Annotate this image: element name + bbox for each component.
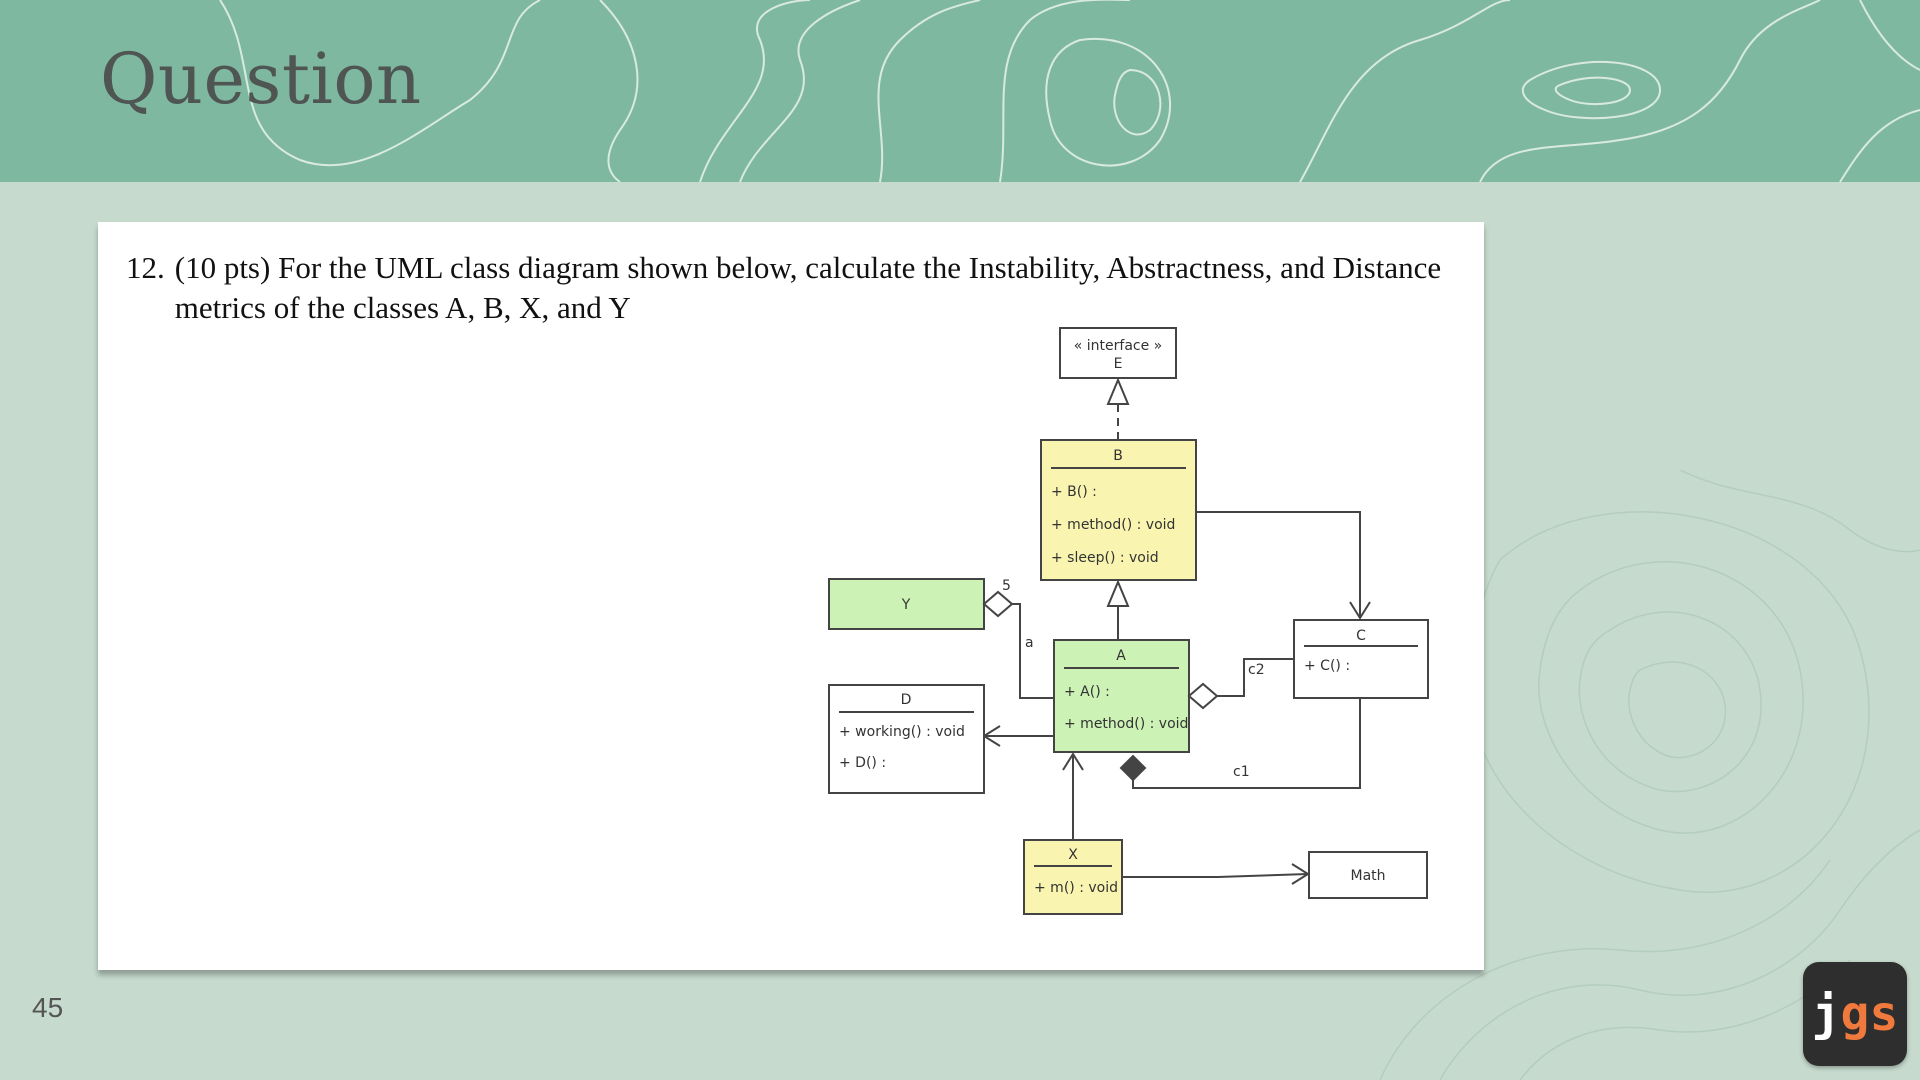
association-arrowhead-a (1062, 752, 1084, 771)
uml-class-diagram: « interface » E B + B() : + method() : v… (828, 327, 1429, 915)
class-d-member-1: + working() : void (839, 724, 965, 740)
class-y-name: Y (901, 597, 911, 613)
role-label-c2: c2 (1248, 662, 1265, 678)
class-a-box (1053, 639, 1190, 753)
class-d-name: D (901, 692, 912, 708)
class-b-member-2: + method() : void (1051, 517, 1175, 533)
class-x-member-1: + m() : void (1034, 880, 1118, 896)
composition-a-to-c1 (1132, 698, 1361, 789)
association-arrowhead-c (1349, 601, 1371, 620)
class-b-member-3: + sleep() : void (1051, 550, 1159, 566)
class-d-member-2: + D() : (839, 755, 886, 771)
class-d-box (828, 684, 985, 794)
slide-title: Question (100, 38, 422, 120)
class-math-name: Math (1350, 868, 1385, 884)
association-b-to-c (1196, 511, 1361, 618)
page-number: 45 (32, 992, 64, 1023)
interface-e-name: E (1114, 356, 1123, 372)
header-banner: Question (0, 0, 1920, 182)
class-b-member-1: + B() : (1051, 484, 1097, 500)
class-c-box (1293, 619, 1429, 699)
class-x-name: X (1068, 847, 1078, 863)
multiplicity-label: 5 (1002, 578, 1011, 594)
logo-gs: gs (1840, 986, 1899, 1042)
association-x-to-math (1122, 873, 1309, 878)
class-math-box (1308, 851, 1428, 899)
class-b-name: B (1113, 448, 1123, 464)
class-c-member-1: + C() : (1304, 658, 1350, 674)
aggregation-diamond-y (982, 590, 1014, 618)
realization-arrowhead (1106, 377, 1130, 405)
question-number: 12. (126, 250, 165, 285)
question-text: (10 pts) For the UML class diagram shown… (174, 250, 1442, 325)
class-a-member-1: + A() : (1064, 684, 1110, 700)
topographic-pattern (219, 0, 1920, 182)
interface-e-stereotype: « interface » (1074, 338, 1162, 354)
generalization-arrowhead (1106, 579, 1130, 607)
class-b-box (1040, 439, 1197, 581)
composition-diamond-c1 (1119, 754, 1147, 782)
class-c-name: C (1356, 628, 1366, 644)
question-card: 12. (10 pts) For the UML class diagram s… (98, 222, 1484, 970)
class-a-member-2: + method() : void (1064, 716, 1188, 732)
logo-j: j (1811, 986, 1841, 1042)
class-x-box (1023, 839, 1123, 915)
aggregation-a-to-c2 (1217, 658, 1294, 697)
aggregation-diamond-c (1187, 682, 1219, 710)
question-text-block: 12. (10 pts) For the UML class diagram s… (126, 248, 1466, 328)
role-label-c1: c1 (1233, 764, 1250, 780)
aggregation-a-to-y (1012, 603, 1054, 699)
class-a-name: A (1116, 648, 1126, 664)
role-label-a: a (1025, 635, 1034, 651)
